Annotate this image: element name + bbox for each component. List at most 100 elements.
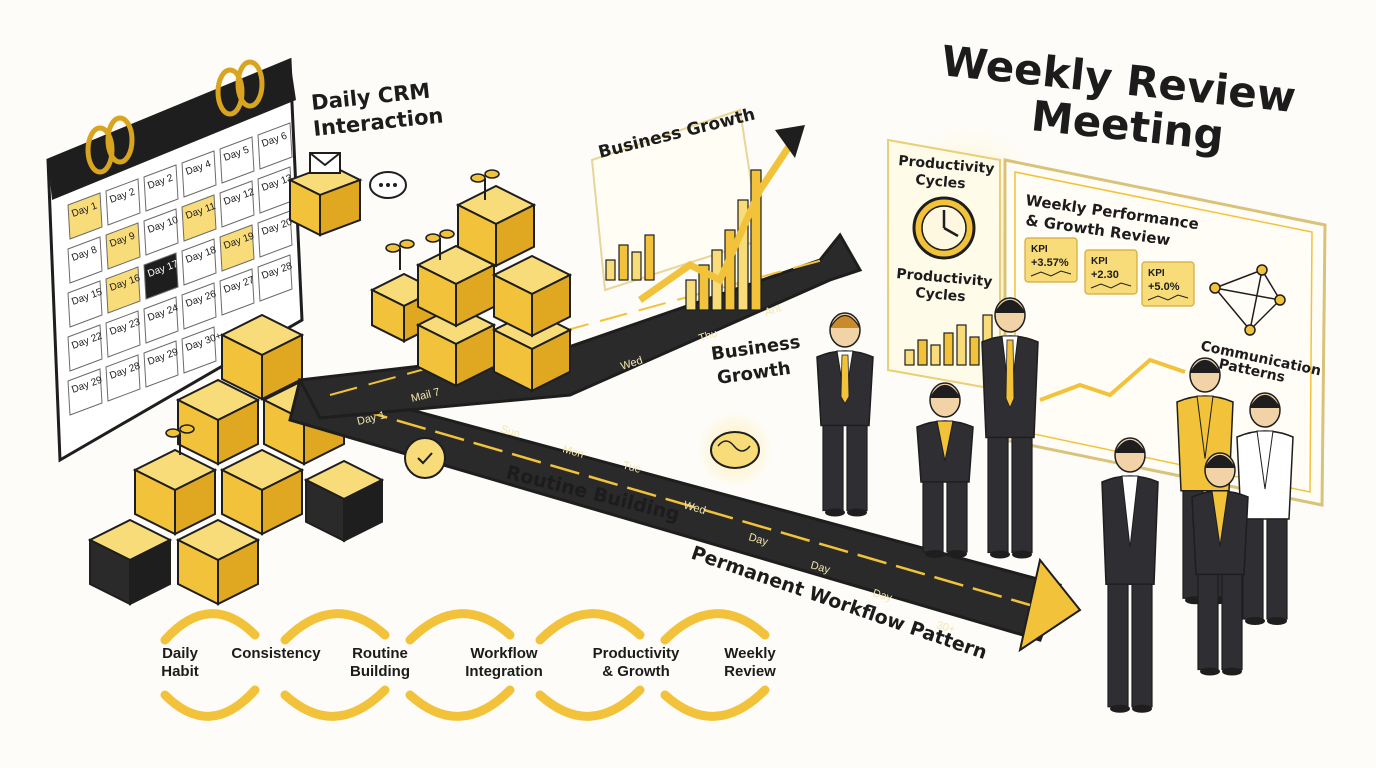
kpi-card: KPI +5.0% <box>1141 261 1195 307</box>
calendar-cell: Day 15 <box>67 280 104 328</box>
road-lower-glow-line <box>319 396 1031 607</box>
cycle-arrows-top <box>160 609 770 645</box>
calendar-cell: Day 9 <box>105 222 141 270</box>
road-lower-tick: Wed <box>682 499 707 517</box>
sprout-icon <box>385 239 415 270</box>
cycle-label-line1: Weekly <box>724 645 776 662</box>
cycle-label-line1: Workflow <box>470 645 538 662</box>
prod-cycles-2-line2: Cycles <box>915 285 967 305</box>
sprout-icon <box>425 229 455 260</box>
cycle-label-line1: Consistency <box>231 645 321 662</box>
bar <box>917 339 928 366</box>
cycle-label-line2: Building <box>350 663 410 680</box>
cube <box>175 518 261 606</box>
cube <box>175 378 261 466</box>
bar <box>904 349 915 366</box>
calendar-cell: Day 24 <box>143 296 180 344</box>
team-people <box>816 297 1294 713</box>
road-lower-tick: Mon <box>561 443 585 460</box>
screen-trend-line <box>1039 357 1186 402</box>
bar <box>750 169 762 311</box>
cycle-label-line1: Routine <box>352 645 408 662</box>
settings-bubble-icon <box>404 437 446 479</box>
calendar-cell: Day 8 <box>67 236 103 284</box>
cycle-label-line2: & Growth <box>602 663 670 680</box>
kpi-label: KPI <box>1031 244 1048 255</box>
brain-icon <box>697 412 773 488</box>
sprout-icon <box>165 424 195 455</box>
bar <box>698 264 710 311</box>
person-woman-white <box>1236 392 1294 625</box>
person-woman-clipboard <box>1191 452 1249 676</box>
calendar-cell: Day 1 <box>67 192 103 240</box>
calendar-cell: Day 16 <box>105 266 142 314</box>
calendar-cell: Day 6 <box>257 122 293 170</box>
calendar-cell: Day 26 <box>181 282 218 330</box>
calendar-cell: Day 5 <box>219 136 255 184</box>
road-lower-tick: Day <box>747 531 770 548</box>
cube <box>415 244 497 328</box>
cycle-label-line1: Daily <box>162 645 199 662</box>
road-upper-tick: Ant <box>763 302 782 319</box>
calendar-cell: Day 19 <box>219 224 256 272</box>
growth-cubes <box>165 169 573 455</box>
calendar-cell: Day 13 <box>257 166 294 214</box>
road-lower <box>288 378 1082 653</box>
bar <box>605 259 616 281</box>
bar <box>685 279 697 311</box>
calendar-cell: Day 4 <box>181 150 217 198</box>
cube <box>132 448 218 536</box>
mail-cube <box>287 152 363 237</box>
bar <box>930 344 941 366</box>
bar <box>943 332 954 366</box>
bar <box>644 234 655 281</box>
sprout-icon <box>470 169 500 200</box>
calendar-cell: Day 30+ <box>181 326 223 374</box>
calendar-cell: Day 23 <box>105 310 142 358</box>
road-lower-tick: 30+ <box>935 619 956 636</box>
road-lower-tick: Sun <box>499 423 521 440</box>
calendar-cell: Day 2 <box>143 164 179 212</box>
cycle-label-line2: Habit <box>161 663 199 680</box>
road-lower-tick: Day <box>809 559 832 576</box>
growth-trend-line <box>637 143 793 303</box>
calendar-cell: Day 18 <box>181 238 218 286</box>
clock-icon <box>912 196 976 260</box>
bar <box>618 244 629 281</box>
cycle-arrows-bottom <box>160 685 770 721</box>
calendar-cell: Day 29 <box>143 340 180 388</box>
road-upper-tick: Thu <box>697 328 719 345</box>
road-lower-tick: Tue <box>621 459 642 476</box>
growth-arrow-icon <box>775 125 805 158</box>
kpi-value: +2.30 <box>1091 269 1119 281</box>
calendar-cell: Day 22 <box>67 324 104 372</box>
cycle-label-line2: Review <box>724 663 776 680</box>
kpi-value: +5.0% <box>1148 281 1180 293</box>
calendar-cell: Day 20 <box>257 210 294 258</box>
cube <box>491 254 573 338</box>
calendar-cell: Day 12 <box>219 180 256 228</box>
network-icon <box>1209 264 1286 336</box>
calendar-cell: Day 2 <box>105 178 141 226</box>
calendar-cell: Day 27 <box>219 268 256 316</box>
person-man-back <box>1101 437 1159 713</box>
kpi-label: KPI <box>1148 268 1165 279</box>
cycle-label-line1: Productivity <box>593 645 680 662</box>
chat-bubble-icon <box>369 171 407 199</box>
dark-cube <box>303 459 385 543</box>
calendar-cell: Day 10 <box>143 208 180 256</box>
road-upper-glow-line <box>329 257 831 396</box>
growth-panel <box>590 108 805 311</box>
calendar-rings <box>85 59 265 175</box>
calendar-cell: Day 28 <box>257 254 294 302</box>
road-lower-tick: Day <box>871 587 894 604</box>
kpi-card: KPI+2.30 <box>1084 249 1138 295</box>
calendar-cell: Day 29 <box>67 368 104 416</box>
